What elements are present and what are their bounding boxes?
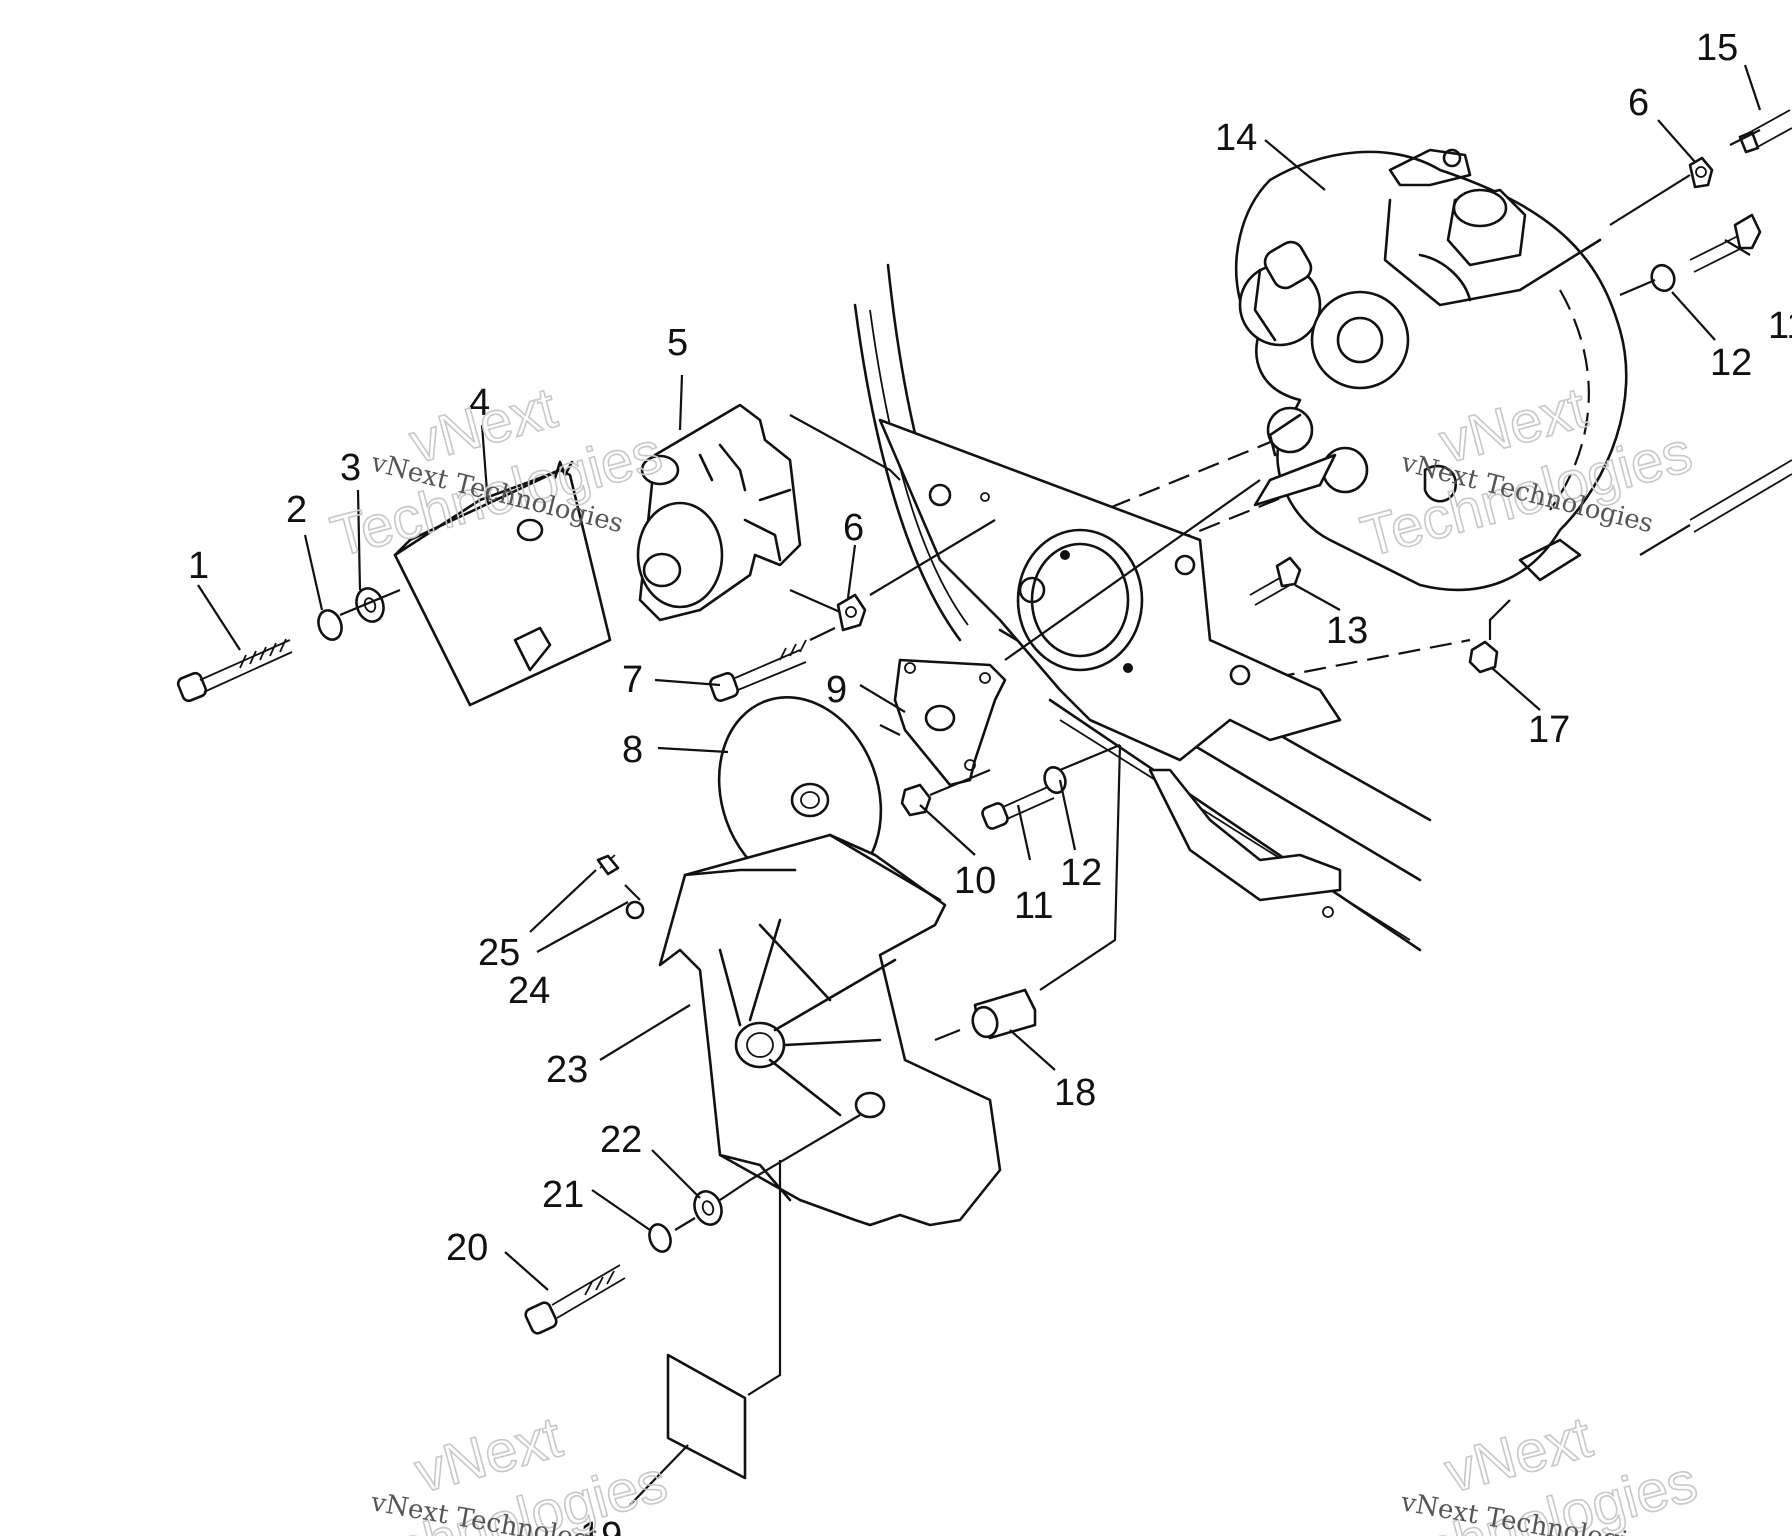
callout-9: 9 [826,669,847,711]
callout-4: 4 [469,382,490,424]
callout-8: 8 [622,729,643,771]
callout-1: 1 [188,545,209,587]
decal-19 [666,1353,747,1480]
motor-5 [636,403,802,622]
bracket-4 [393,460,612,707]
callout-13: 13 [1326,610,1368,652]
assembly-lines [339,129,1761,1396]
callout-2: 2 [286,489,307,531]
callout-12-right: 12 [1710,342,1752,384]
callout-20: 20 [446,1227,488,1269]
callout-7: 7 [622,659,643,701]
callout-12-left: 12 [1060,852,1102,894]
callout-19: 19 [580,1515,622,1536]
callout-5: 5 [667,322,688,364]
callout-24: 24 [508,970,550,1012]
callout-14: 14 [1215,117,1257,159]
callout-15: 15 [1696,27,1738,69]
callout-22: 22 [600,1119,642,1161]
callout-18: 18 [1054,1072,1096,1114]
callout-3: 3 [340,447,361,489]
callout-11-left: 11 [1014,885,1053,927]
callout-6-left: 6 [843,507,864,549]
leader-lines [197,64,1762,1506]
lower-bracket [1148,768,1342,918]
callout-11-right: 11 [1768,305,1792,347]
mounting-plate [878,418,1342,762]
gearcase-14 [1234,148,1628,592]
callout-23: 23 [546,1049,588,1091]
callout-17: 17 [1528,709,1570,751]
callout-25: 25 [478,932,520,974]
plate-9 [893,658,1007,787]
cover-23 [658,833,1002,1227]
callout-6-right: 6 [1628,82,1649,124]
fasteners [176,109,1792,1335]
callout-21: 21 [542,1174,584,1216]
callout-10: 10 [954,860,996,902]
